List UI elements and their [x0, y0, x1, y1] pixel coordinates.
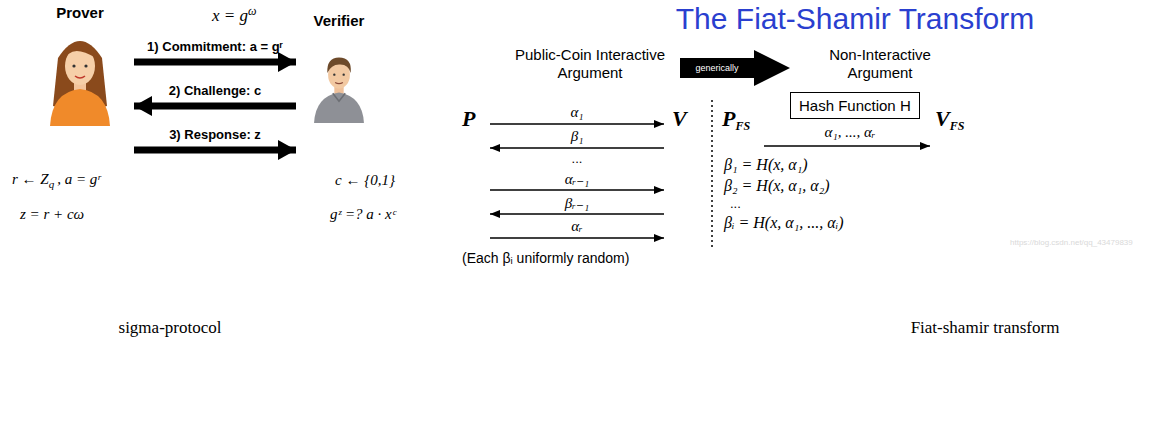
figure-heading: Verifier: [300, 12, 378, 29]
eye: [84, 64, 87, 67]
message-arrow: [490, 147, 664, 149]
mouth: [335, 82, 343, 83]
formula-group: VFS: [935, 106, 964, 134]
formula: gᶻ =? a · xᶜ: [330, 206, 396, 223]
party-subscript: FS: [735, 119, 750, 133]
box-label: Hash Function H: [799, 97, 911, 114]
formula: x = g: [212, 6, 248, 25]
eye: [333, 73, 335, 75]
message-label: α₁, ..., αᵣ: [825, 124, 876, 141]
watermark: https://blog.csdn.net/qq_43479839: [1010, 238, 1133, 247]
hair: [327, 57, 351, 73]
collar: [333, 93, 345, 101]
message-label: βᵣ₋₁: [565, 194, 589, 212]
formula: r ← Z: [12, 171, 49, 187]
caption: sigma-protocol: [119, 318, 222, 338]
formula: β₂ = H(x, α₁, α₂): [724, 177, 830, 195]
formula-exponent: ω: [248, 4, 256, 18]
formula: , a = gʳ: [57, 171, 100, 187]
party-name: P: [722, 106, 735, 131]
message-label: α₁: [570, 104, 583, 121]
formula-group: r ← Zq, a = gʳ: [12, 170, 101, 190]
caption: Fiat-shamir transform: [911, 318, 1060, 338]
message-arrow: [134, 59, 296, 66]
hair: [64, 46, 96, 62]
formula-subscript: q: [49, 178, 55, 190]
mouth: [75, 76, 85, 78]
verifier-illustration: [300, 34, 378, 134]
message-label: αᵣ₋₁: [565, 170, 590, 188]
arrow-label: 1) Commitment: a = gʳ: [147, 39, 283, 54]
arrow-label: 3) Response: z: [169, 127, 261, 142]
figure-heading: Prover: [30, 4, 130, 21]
message-label: β₁: [571, 128, 584, 145]
message-arrow: [490, 213, 664, 215]
arrow-label: generically: [680, 50, 754, 86]
message-arrow: [764, 145, 930, 147]
ellipsis: ...: [572, 151, 583, 166]
message-arrow: [490, 123, 664, 125]
transform-arrow: generically: [680, 50, 790, 86]
body: [50, 89, 110, 126]
message-label: αᵣ: [571, 218, 583, 235]
verifier-figure: Verifier: [300, 12, 378, 162]
arrow-label: 2) Challenge: c: [169, 83, 261, 98]
eye: [72, 64, 75, 67]
concept-label: Public-Coin Interactive Argument: [510, 46, 670, 82]
eye: [343, 73, 345, 75]
concept-label: Non-Interactive Argument: [800, 46, 960, 82]
formula: z = r + cω: [20, 206, 84, 223]
divider-line: [711, 100, 713, 250]
prover-figure: Prover: [30, 4, 130, 164]
title: The Fiat-Shamir Transform: [655, 2, 1055, 36]
message-arrow: [134, 147, 296, 154]
party-name: V: [935, 106, 950, 131]
prover-illustration: [30, 26, 130, 126]
arrow-shape: [680, 50, 790, 86]
formula: β₁ = H(x, α₁): [724, 156, 808, 174]
party-subscript: FS: [950, 119, 965, 133]
formula: c ← {0,1}: [335, 172, 395, 189]
face: [65, 47, 95, 85]
note: (Each βᵢ uniformly random): [462, 250, 629, 266]
formula-group: PFS: [722, 106, 750, 134]
formula: βᵢ = H(x, α₁, ..., αᵢ): [724, 214, 844, 232]
body: [314, 93, 364, 123]
party-name: V: [672, 106, 687, 132]
formula-group: x = gω: [212, 4, 257, 26]
message-arrow: [490, 189, 664, 191]
ellipsis: ...: [730, 196, 741, 211]
message-arrow: [134, 103, 296, 110]
party-name: P: [462, 106, 475, 132]
hash-box: Hash Function H: [790, 92, 920, 119]
message-arrow: [490, 237, 664, 239]
